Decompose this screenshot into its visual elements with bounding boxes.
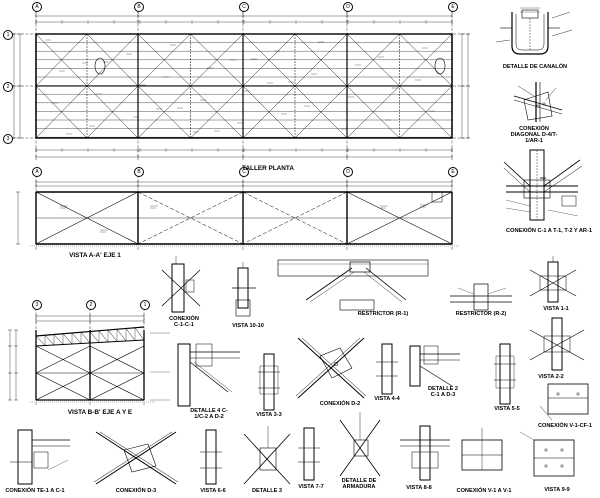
- vista-8-8-title: VISTA 8-8: [406, 485, 432, 491]
- elev-b-bubble-2: 2: [86, 300, 96, 310]
- detalle-canalon-title: DETALLE DE CANALÓN: [502, 64, 568, 70]
- grid-bubble-row-3: 3: [3, 134, 13, 144]
- conexion-d3-title: CONEXIÓN D-3: [115, 488, 157, 494]
- detalle-3-title: DETALLE 3: [251, 488, 283, 494]
- vista-5-5-detail: [494, 343, 516, 405]
- conexion-c1c1-title: CONEXIÓN C-1-C-1: [169, 316, 199, 328]
- vista-1-1-title: VISTA 1-1: [543, 306, 569, 312]
- vista-1-1-detail: [529, 256, 577, 303]
- grid-bubble-row-2: 2: [3, 82, 13, 92]
- detalle-2-detail: [409, 345, 460, 387]
- conexion-te1-detail: [10, 429, 70, 485]
- elev-a-bubble-e: E: [448, 167, 458, 177]
- vista-4-4-title: VISTA 4-4: [374, 396, 400, 402]
- conexion-d2-title: CONEXIÓN D-2: [319, 401, 361, 407]
- conexion-diagonal-title: CONEXIÓN DIAGONAL D-4/T-1/AR-1: [510, 126, 558, 144]
- elev-a-bubble-a: A: [32, 167, 42, 177]
- detalle-4-detail: [177, 343, 240, 407]
- plan-view: [11, 10, 470, 160]
- vista-4-4-detail: [376, 343, 398, 395]
- elev-a-bubble-d: D: [343, 167, 353, 177]
- conexion-c1c1-detail: [161, 256, 201, 313]
- detalle-3-detail: [243, 426, 291, 485]
- conexion-d3-detail: [93, 431, 179, 485]
- conexion-v1cf1-detail: [539, 383, 589, 421]
- grid-bubble-col-b: B: [134, 2, 144, 12]
- detalle-2-title: DETALLE 2 C-1 A D-3: [427, 386, 459, 398]
- restrictor-r2-detail: [450, 283, 512, 311]
- vista-10-10-detail: [232, 262, 256, 317]
- conexion-v1av1-detail: [461, 428, 503, 471]
- conexion-c1: [503, 149, 583, 221]
- detalle-armadura-title: DETALLE DE ARMADURA: [341, 478, 377, 490]
- vista-8-8-detail: [400, 425, 450, 481]
- restrictor-r1-detail: [277, 259, 429, 311]
- elevation-a-view: [16, 175, 460, 250]
- conexion-te1-title: CONEXIÓN TE-1 A C-1: [5, 488, 65, 494]
- vista-7-7-title: VISTA 7-7: [298, 484, 324, 490]
- elevation-b-view: [8, 308, 170, 405]
- vista-7-7-detail: [298, 427, 320, 481]
- vista-6-6-detail: [200, 429, 222, 485]
- restrictor-r1-title: RESTRICTOR (R-1): [357, 311, 409, 317]
- conexion-d2-detail: [295, 337, 367, 399]
- conexion-diagonal: [513, 82, 563, 122]
- detalle-4-title: DETALLE 4 C-1/C-2 A D-2: [190, 408, 228, 420]
- conexion-v1cf1-title: CONEXIÓN V-1-CF-1: [537, 423, 593, 429]
- restrictor-r2-title: RESTRICTOR (R-2): [455, 311, 507, 317]
- vista-10-10-title: VISTA 10-10: [232, 323, 264, 329]
- elev-b-bubble-1: 1: [140, 300, 150, 310]
- conexion-c1-title: CONEXIÓN C-1 A T-1, T-2 Y AR-1: [506, 228, 592, 234]
- grid-bubble-col-c: C: [239, 2, 249, 12]
- vista-3-3-title: VISTA 3-3: [256, 412, 282, 418]
- plan-title: TALLER PLANTA: [242, 165, 294, 172]
- vista-6-6-title: VISTA 6-6: [200, 488, 226, 494]
- grid-bubble-col-a: A: [32, 2, 42, 12]
- elev-b-bubble-3: 3: [32, 300, 42, 310]
- vista-9-9-detail: [519, 431, 575, 477]
- detalle-armadura-detail: [339, 412, 381, 477]
- conexion-v1av1-title: CONEXIÓN V-1 A V-1: [456, 488, 512, 494]
- elev-a-bubble-b: B: [134, 167, 144, 177]
- vista-9-9-title: VISTA 9-9: [544, 487, 570, 493]
- vista-5-5-title: VISTA 5-5: [494, 406, 520, 412]
- grid-bubble-col-d: D: [343, 2, 353, 12]
- detalle-canalon: [495, 7, 573, 55]
- vista-2-2-title: VISTA 2-2: [538, 374, 564, 380]
- vista-3-3-detail: [258, 353, 280, 411]
- grid-bubble-col-e: E: [448, 2, 458, 12]
- elevation-a-title: VISTA A-A' EJE 1: [69, 252, 121, 259]
- elev-a-bubble-c: C: [239, 167, 249, 177]
- grid-bubble-row-1: 1: [3, 30, 13, 40]
- vista-2-2-detail: [529, 317, 585, 371]
- elevation-b-title: VISTA B-B' EJE A Y E: [67, 409, 133, 416]
